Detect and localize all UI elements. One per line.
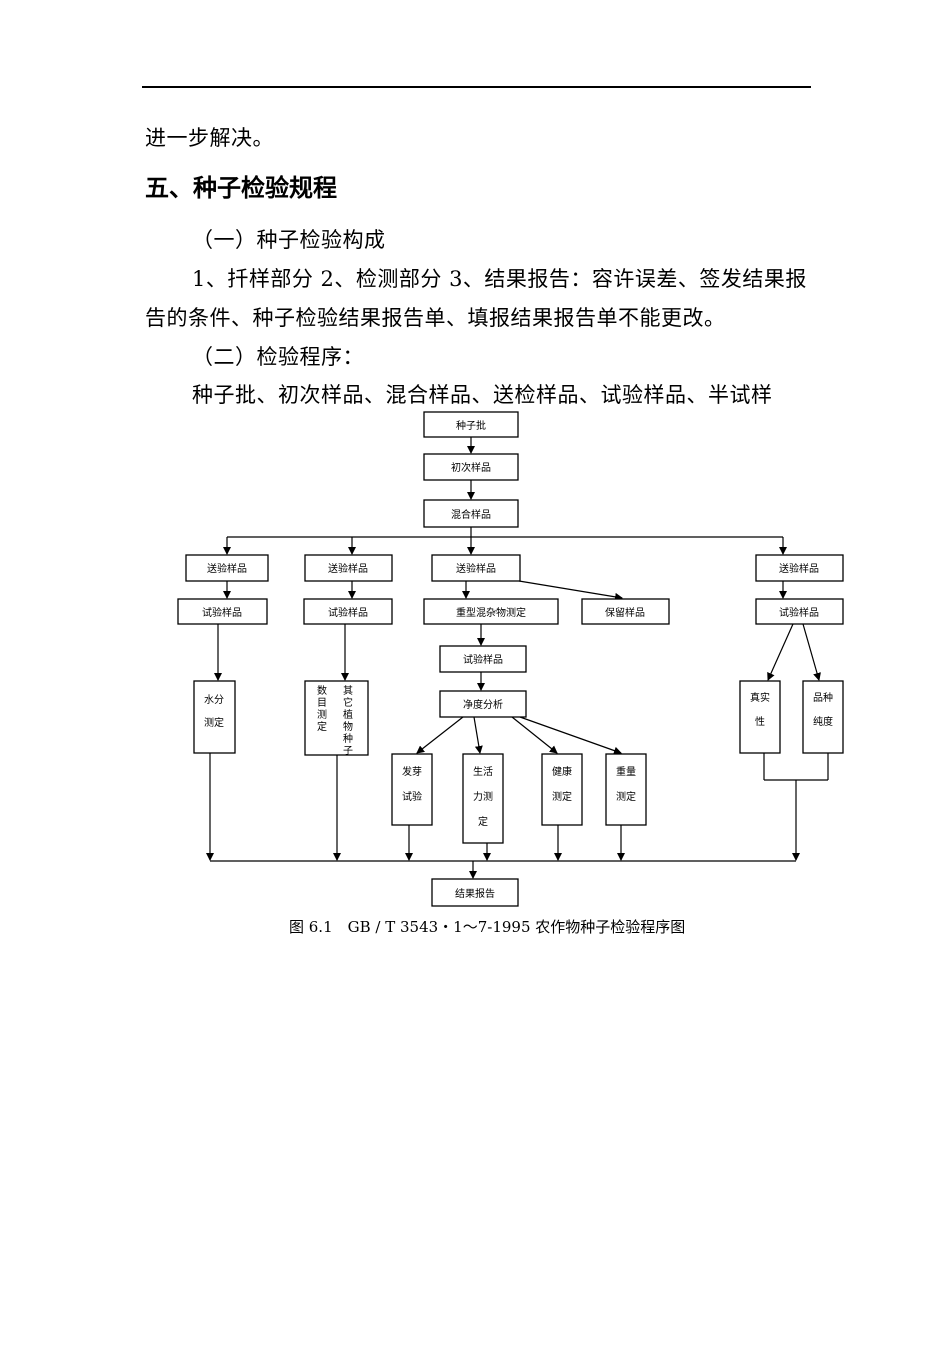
node-germination-test: 发芽 试验 (391, 753, 433, 826)
node-label: 水分 (204, 694, 224, 706)
node-primary-sample: 初次样品 (423, 453, 519, 481)
section-heading: 五、种子检验规程 (145, 174, 337, 202)
arrow-working4-to-authentic (767, 623, 794, 681)
node-authenticity: 真实 性 (739, 680, 781, 754)
node-label: 真实 (750, 691, 770, 704)
node-submitted-sample-2: 送验样品 (304, 554, 393, 582)
node-label: 送验样品 (207, 562, 247, 575)
node-label: 定 (478, 815, 488, 828)
node-label: 试验样品 (328, 606, 368, 619)
node-label: 送验样品 (779, 562, 819, 575)
node-label: 健康 (552, 765, 572, 778)
node-working-sample-mid: 试验样品 (439, 645, 527, 673)
node-label: 重型混杂物测定 (456, 606, 526, 619)
node-label: 品种 (813, 691, 833, 704)
node-label: 保留样品 (605, 606, 645, 619)
node-label: 试验样品 (202, 606, 242, 619)
node-label: 纯度 (813, 715, 833, 728)
node-label: 试验 (402, 790, 422, 803)
node-result-report: 结果报告 (431, 878, 519, 907)
paragraph-procedure: 种子批、初次样品、混合样品、送检样品、试验样品、半试样 (192, 383, 773, 407)
node-submitted-sample-4: 送验样品 (755, 554, 844, 582)
node-label: 结果报告 (455, 887, 495, 900)
paragraph-continuation: 进一步解决。 (145, 126, 274, 150)
node-health-test: 健康 测定 (541, 753, 583, 826)
node-label: 发芽 (402, 765, 422, 778)
flowchart-connectors (206, 437, 829, 879)
subheading-procedure: （二）检验程序： (192, 345, 364, 369)
node-working-sample-4: 试验样品 (755, 598, 844, 625)
node-label: 试验样品 (779, 606, 819, 619)
node-purity-analysis: 净度分析 (439, 690, 527, 718)
node-label: 送验样品 (328, 562, 368, 575)
node-composite-sample: 混合样品 (423, 499, 519, 528)
node-label: 送验样品 (456, 562, 496, 575)
paragraph-parts-line1: 1、扦样部分 2、检测部分 3、结果报告：容许误差、签发结果报 (192, 267, 807, 291)
node-label: 初次样品 (451, 461, 491, 474)
node-seed-lot: 种子批 (423, 411, 519, 438)
node-label: 重量 (616, 765, 636, 778)
flowchart: 种子批 初次样品 混合样品 送验样品 送验样品 送验样品 送验样品 试验样品 试… (177, 411, 844, 907)
arrow-purity-to-weight (519, 716, 622, 755)
node-label: 植 (343, 708, 353, 721)
paragraph-parts-line2: 告的条件、种子检验结果报告单、填报结果报告单不能更改。 (145, 306, 726, 330)
node-moisture-test: 水分 测定 (193, 680, 236, 754)
node-submitted-sample-1: 送验样品 (185, 554, 269, 582)
node-weight-test: 重量 测定 (605, 753, 647, 826)
arrow-purity-to-health (511, 716, 558, 754)
node-submitted-sample-3: 送验样品 (431, 554, 521, 582)
node-label: 目 (317, 698, 327, 709)
node-working-sample-2: 试验样品 (303, 598, 393, 625)
node-label: 力测 (473, 790, 493, 803)
node-variety-purity: 品种 纯度 (802, 680, 844, 754)
arrow-submitted3-to-retained (518, 580, 623, 601)
node-label: 性 (755, 715, 765, 728)
figure-caption: 图 6.1 GB / T 3543・1～7-1995 农作物种子检验程序图 (289, 918, 686, 936)
node-label: 测定 (616, 790, 636, 803)
node-label: 测定 (552, 790, 572, 803)
node-label: 种 (343, 732, 353, 745)
node-label: 净度分析 (463, 698, 503, 711)
node-label: 数 (317, 684, 327, 697)
arrow-purity-to-germination (416, 716, 464, 754)
node-label: 种子批 (456, 419, 486, 432)
node-vigor-test: 生活 力测 定 (462, 753, 504, 844)
node-label: 测定 (204, 716, 224, 729)
node-label: 生活 (473, 765, 493, 778)
node-heavy-impurity: 重型混杂物测定 (423, 598, 559, 625)
node-working-sample-1: 试验样品 (177, 598, 268, 625)
subheading-composition: （一）种子检验构成 (192, 228, 386, 252)
node-label: 定 (317, 720, 327, 733)
node-label: 其 (343, 685, 353, 697)
header-rule (142, 86, 811, 88)
arrow-working4-to-variety (802, 623, 821, 681)
node-label: 试验样品 (463, 653, 503, 666)
arrow-purity-to-vigor (473, 716, 483, 754)
node-label: 它 (343, 696, 353, 709)
node-label: 物 (343, 720, 353, 733)
node-label: 测 (317, 708, 327, 721)
node-label: 混合样品 (451, 508, 491, 521)
node-label: 子 (343, 745, 353, 757)
node-retained-sample: 保留样品 (581, 598, 670, 625)
node-count-other-seeds: 数 目 测 定 其 它 植 物 种 子 (304, 680, 369, 757)
